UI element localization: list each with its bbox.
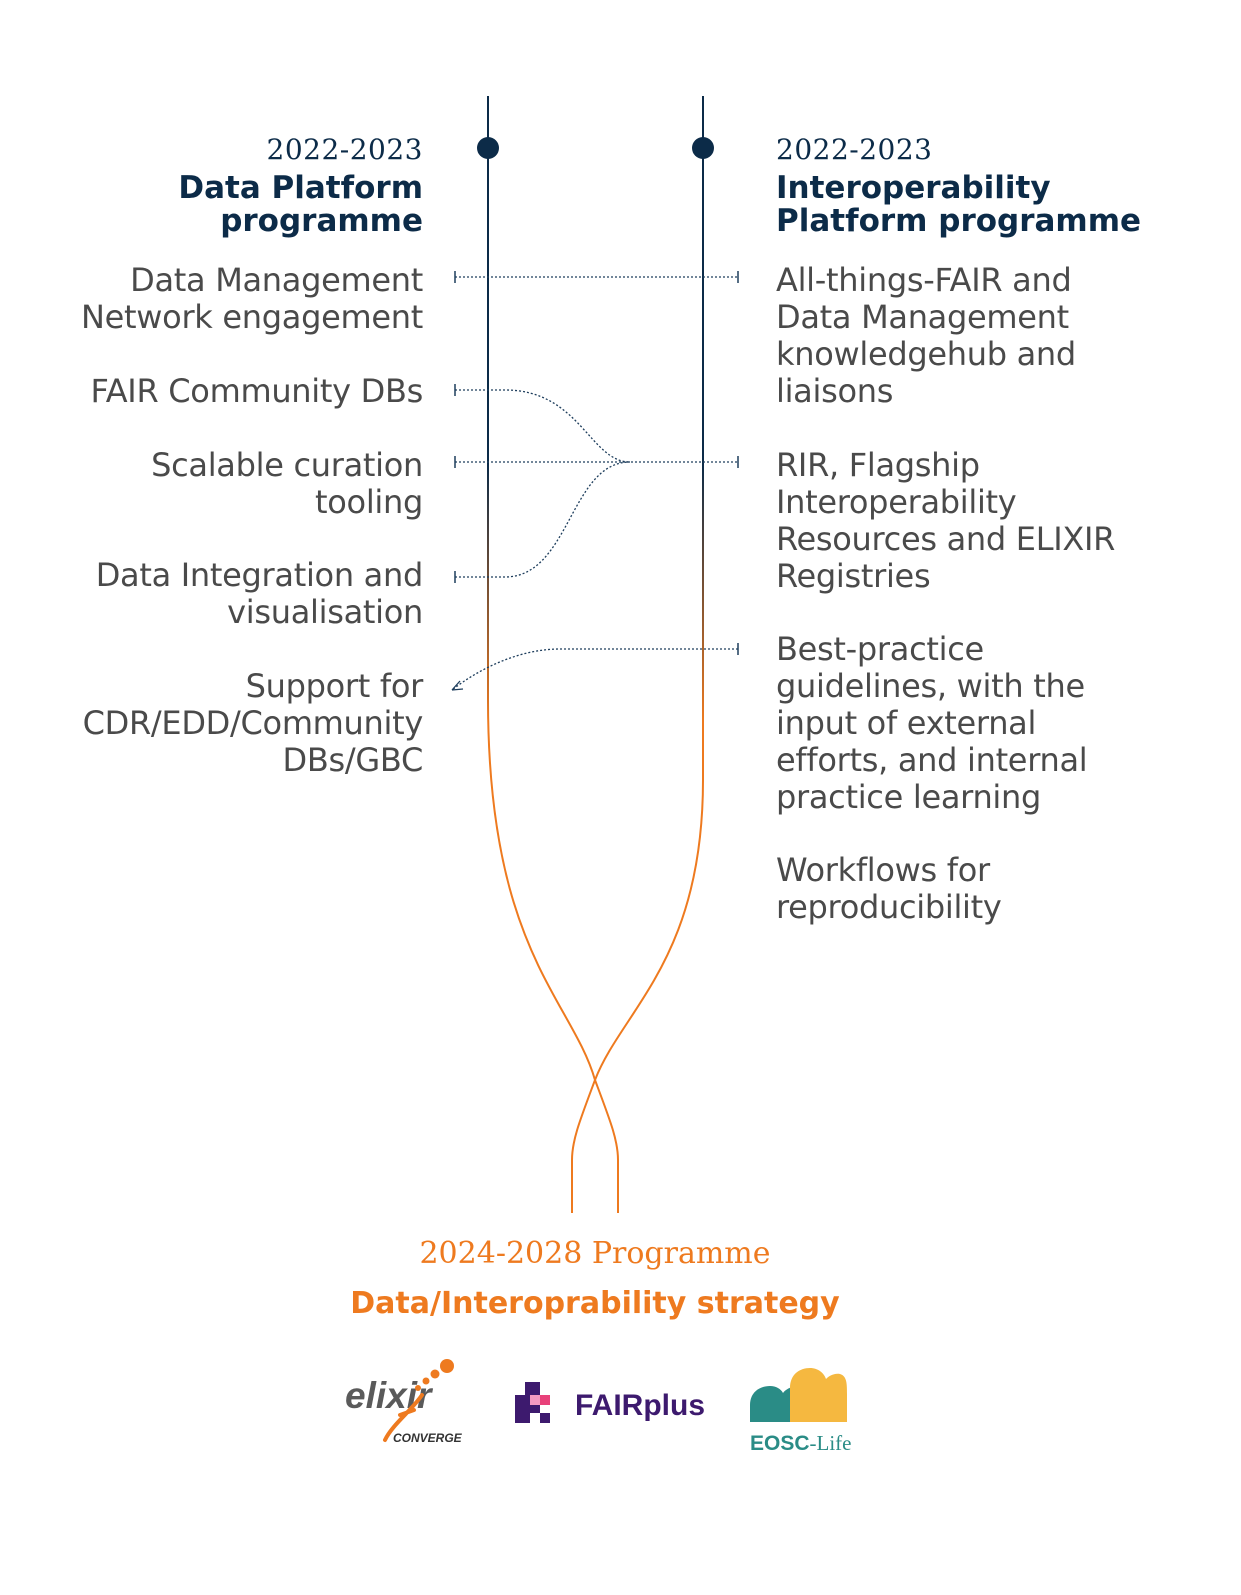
elixir-dot-icon <box>415 1385 421 1391</box>
left-programme-title-line2: programme <box>220 203 423 239</box>
right-item-line: Interoperability <box>776 483 1017 521</box>
left-item-integration: Data Integration and visualisation <box>95 556 424 631</box>
left-item-dm-network: Data Management Network engagement <box>81 262 423 336</box>
right-timeline-node <box>692 137 714 159</box>
eosc-label: EOSC <box>750 1432 810 1455</box>
right-item-line: All-things-FAIR and <box>776 261 1072 299</box>
left-item-line: tooling <box>315 483 423 521</box>
right-item-rir: RIR, Flagship Interoperability Resources… <box>776 447 1115 595</box>
merged-programme-years: 2024-2028 Programme <box>419 1236 771 1271</box>
left-item-fair-dbs: FAIR Community DBs <box>90 372 424 410</box>
elixir-dot-icon <box>430 1369 440 1379</box>
elixir-dot-icon <box>422 1377 430 1385</box>
right-item-line: input of external <box>776 704 1037 742</box>
left-programme-years: 2022-2023 <box>266 133 423 166</box>
right-programme-timeline <box>571 96 704 1213</box>
left-item-curation: Scalable curation tooling <box>151 447 423 521</box>
right-item-best-practice: Best-practice guidelines, with the input… <box>776 630 1088 816</box>
right-programme-title: Interoperability Platform programme <box>776 172 1141 238</box>
left-item-line: Scalable curation <box>151 446 423 484</box>
right-item-line: Resources and ELIXIR <box>776 520 1116 558</box>
elixir-converge-label: CONVERGE <box>393 1431 463 1445</box>
fairplus-wordmark: FAIRplus <box>575 1389 705 1422</box>
connector-integration-to-rir <box>455 461 631 578</box>
elixir-converge-logo: elixir CONVERGE <box>345 1359 463 1445</box>
left-item-line: Data Integration and <box>95 556 424 594</box>
right-programme-years: 2022-2023 <box>776 133 933 166</box>
right-item-line: Best-practice <box>776 630 984 668</box>
right-item-line: Registries <box>776 557 931 595</box>
right-item-line: reproducibility <box>776 888 1002 926</box>
life-label: -Life <box>810 1431 852 1455</box>
elixir-dot-icon <box>440 1359 454 1373</box>
left-item-line: CDR/EDD/Community <box>82 704 424 742</box>
connector-fair-dbs-to-rir <box>455 389 631 463</box>
elixir-wordmark: elixir <box>345 1375 434 1416</box>
right-programme-title-line2: Platform programme <box>776 203 1142 239</box>
left-item-line: DBs/GBC <box>282 741 424 779</box>
left-item-line: Support for <box>245 667 424 705</box>
right-item-line: Workflows for <box>776 851 990 889</box>
right-item-line: practice learning <box>776 778 1042 816</box>
left-item-line: visualisation <box>227 593 423 631</box>
left-programme-title: Data Platform programme <box>178 172 423 238</box>
left-item-support: Support for CDR/EDD/Community DBs/GBC <box>82 667 424 779</box>
fairplus-mark-icon <box>540 1413 550 1423</box>
fairplus-mark-icon <box>530 1405 540 1413</box>
fairplus-mark-icon <box>530 1395 540 1405</box>
fairplus-mark-icon <box>540 1395 550 1405</box>
left-timeline-node <box>477 137 499 159</box>
right-item-fair-hub: All-things-FAIR and Data Management know… <box>776 262 1076 410</box>
elixir-helix-icon <box>383 1393 424 1442</box>
connector-arrowhead <box>451 680 464 691</box>
eosc-life-logo: EOSC-Life <box>750 1368 852 1455</box>
right-item-line: RIR, Flagship <box>776 446 980 484</box>
right-item-line: guidelines, with the <box>776 667 1085 705</box>
connector-best-practice-to-support <box>451 648 738 691</box>
right-programme-title-line1: Interoperability <box>776 170 1051 206</box>
merged-programme-strategy: Data/Interoprability strategy <box>350 1286 840 1321</box>
left-item-line: Data Management <box>130 261 423 299</box>
left-programme-timeline <box>487 96 619 1213</box>
right-item-workflows: Workflows for reproducibility <box>776 852 1002 926</box>
eosc-life-wordmark: EOSC-Life <box>750 1431 852 1455</box>
fairplus-mark-icon <box>515 1395 530 1423</box>
fairplus-logo: FAIRplus <box>515 1382 705 1423</box>
eosc-teal-heart-icon <box>750 1386 798 1422</box>
right-item-line: efforts, and internal <box>776 741 1088 779</box>
left-programme-title-line1: Data Platform <box>178 170 423 206</box>
right-item-line: knowledgehub and <box>776 335 1076 373</box>
right-item-line: Data Management <box>776 298 1069 336</box>
left-item-line: Network engagement <box>81 298 423 336</box>
eosc-yellow-heart-icon <box>790 1368 847 1422</box>
left-item-line: FAIR Community DBs <box>90 372 424 410</box>
fairplus-mark-icon <box>525 1382 540 1395</box>
right-item-line: liaisons <box>776 372 894 410</box>
